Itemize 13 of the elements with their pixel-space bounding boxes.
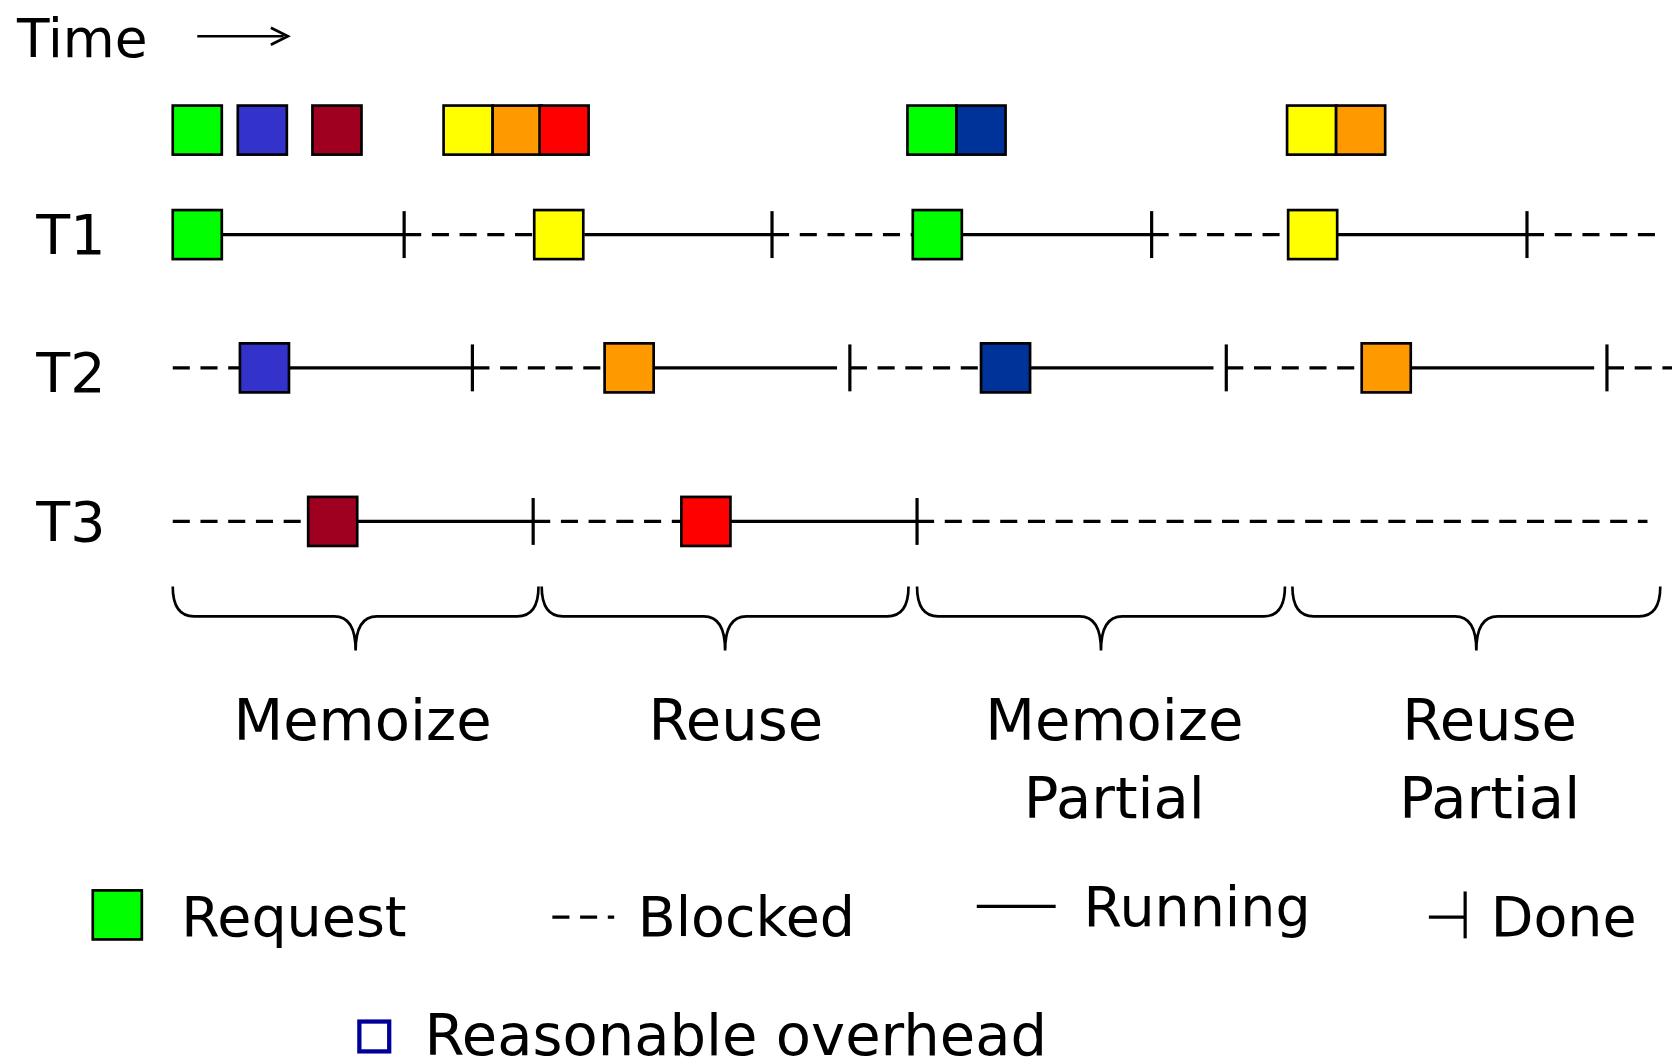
bullet-text: Reasonable overhead [424,999,1047,1062]
legend-label: Done [1490,884,1637,952]
phase-label: Reuse [647,685,825,756]
row-label: T2 [36,340,106,408]
phase-label: Reuse Partial [1398,685,1582,834]
legend-label: Request [181,884,407,952]
row-label: T1 [36,201,106,269]
legend-label: Running [1083,873,1311,941]
phase-label: Memoize Partial [984,685,1245,834]
row-label: T3 [36,488,106,556]
phase-label: Memoize [232,685,493,756]
axis-label: Time [17,6,148,72]
legend-label: Blocked [637,884,855,952]
